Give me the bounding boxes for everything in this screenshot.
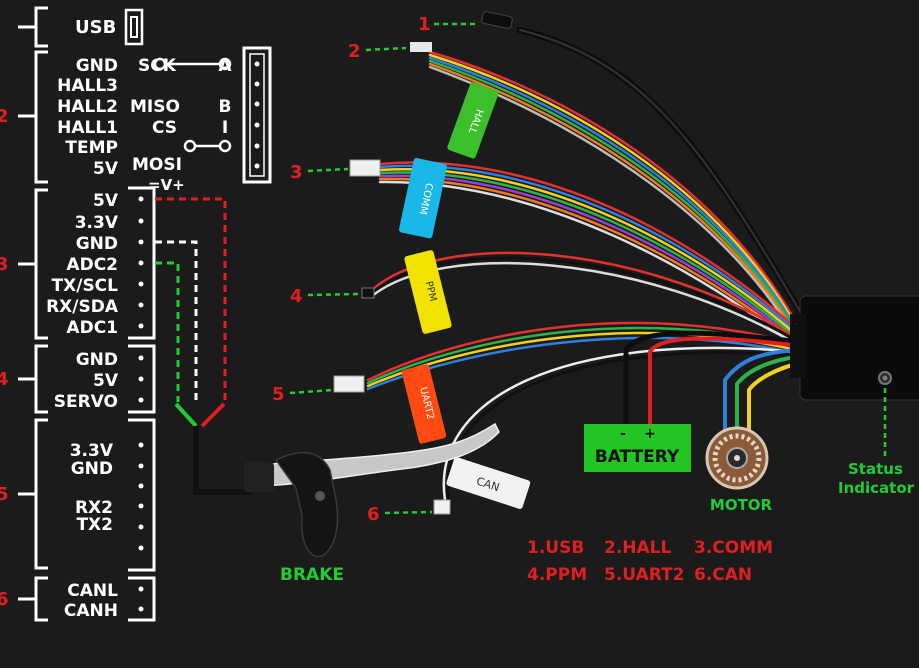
hall-mid-pin-label: MISO [130,97,180,117]
legend-item: 2.HALL [604,538,672,558]
tag-ppm-text: PPM [423,280,439,303]
hall-mid-pin-label: CS [152,118,177,138]
cable-legend: 1.USB 2.HALL 3.COMM 4.PPM 5.UART2 6.CAN [527,538,773,585]
can-pin-label: CANL [67,581,118,601]
hall-pin-label: HALL1 [57,118,118,138]
battery-plus-label: + [644,426,656,442]
hall-bridge-lines [153,57,232,153]
ppm-pin-label: 5V [93,371,119,391]
ppm-pin-label: GND [76,350,118,370]
cable-number-labels: 1 2 3 4 5 6 [272,14,478,525]
battery-minus-label: - [620,426,626,442]
motor-icon [705,426,769,490]
hall-connector [242,46,272,184]
uart-connector [128,418,156,572]
usb-port-icon [124,8,144,46]
cable-number-2: 2 [348,41,361,62]
controller-box [790,295,919,401]
uart-pin-label: RX2 [75,498,113,518]
cable-tag-can: CAN [446,457,531,509]
battery-label: BATTERY [595,447,680,467]
usb-pin-label: USB [75,17,116,38]
usb-plug [481,11,513,29]
cable-connectors [333,11,513,515]
ppm-pin-label: SERVO [54,392,118,412]
ppm-plug [361,287,375,299]
comm-plug [349,159,381,177]
can-connector [128,576,156,622]
cable-number-3: 3 [290,162,303,183]
brake-wiring [155,197,227,402]
hall-right-pin-label: A [218,56,232,76]
cable-number-6: 6 [367,504,380,525]
can-pin-label: CANH [64,601,118,621]
cable-tag-comm: COMM [399,158,447,239]
uart2-plug [333,375,365,393]
hall-pin-label: 5V [93,159,119,179]
hall-right-pin-label: I [222,118,228,138]
hall-pin-label: HALL3 [57,76,118,96]
comm-pin-label: 5V [93,191,119,211]
uart-pin-label: TX2 [76,515,113,535]
cable-tag-hall: HALL [447,82,499,159]
svg-text:3: 3 [0,254,9,275]
comm-pin-label: RX/SDA [46,297,119,317]
hall-plug [410,42,432,52]
legend-item: 5.UART2 [604,565,684,585]
hall-right-pin-label: B [219,97,232,117]
comm-pin-label: 3.3V [75,213,119,233]
cable-number-1: 1 [418,14,431,35]
hall-mosi-sub-label: =V+ [148,176,185,194]
svg-text:2: 2 [0,106,9,127]
comm-connector [128,186,156,340]
usb-port-icon-inner [130,16,138,38]
cable-number-5: 5 [272,384,285,405]
hall-mid-labels: SCKMISOCSMOSI [130,56,182,175]
can-plug [433,499,451,515]
comm-pin-label: TX/SCL [52,276,119,296]
motor-label: MOTOR [710,496,773,514]
hall-mid-pin-label: MOSI [132,155,182,175]
uart-pin-label: 3.3V [70,441,114,461]
ppm-connector [128,344,156,414]
legend-item: 4.PPM [527,565,587,585]
hall-right-labels: A BI [218,56,232,138]
legend-item: 3.COMM [694,538,773,558]
hall-pin-label: TEMP [65,138,118,158]
hall-pin-label: GND [76,56,118,76]
uart-pin-label: GND [71,459,113,479]
legend-item: 6.CAN [694,565,752,585]
comm-pin-label: GND [76,234,118,254]
cable-number-4: 4 [290,286,303,307]
brake-label: BRAKE [280,565,344,585]
svg-text:4: 4 [0,369,9,390]
cable-tag-uart2: UART2 [401,364,447,444]
wire-harness [366,26,809,502]
cable-tag-ppm: PPM [404,250,452,334]
comm-pin-label: ADC1 [66,318,118,338]
svg-text:5: 5 [0,484,9,505]
hall-pin-label: HALL2 [57,97,118,117]
svg-text:6: 6 [0,589,9,610]
brake-wiring-merge [174,402,252,495]
brake-lever-icon [244,422,500,558]
legend-item: 1.USB [527,538,584,558]
comm-pin-label: ADC2 [66,255,118,275]
left-edge-numbers: 2 3 4 5 6 [0,106,9,610]
battery-label-box: - + BATTERY [584,424,691,472]
pinout-brackets [18,6,48,622]
